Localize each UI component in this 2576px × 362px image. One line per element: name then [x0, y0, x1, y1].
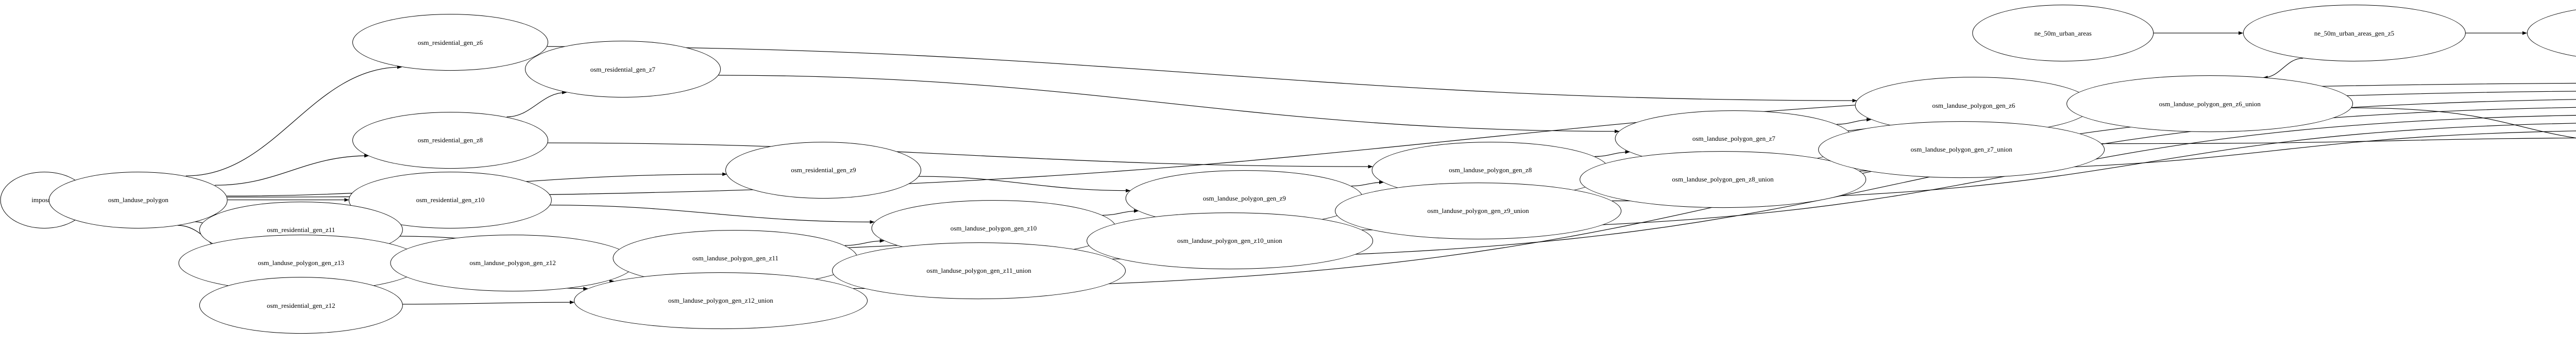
graph-edge-osm-landuse-polygon-gen-z8-to-osm-landuse-polygon-gen-z7 — [1595, 150, 1630, 157]
graph-edge-osm-residential-gen-z8-to-osm-landuse-polygon-gen-z8 — [548, 142, 1373, 169]
graph-node-label: osm_landuse_polygon_gen_z11_union — [926, 267, 1031, 275]
graph-node-osm-landuse-polygon[interactable]: osm_landuse_polygon — [49, 171, 228, 228]
graph-node-label: osm_landuse_polygon_gen_z12 — [469, 259, 556, 267]
graph-edge-osm-landuse-polygon-gen-z6-union-to-layer-landuse — [2351, 107, 2576, 139]
graph-node-label: osm_landuse_polygon_gen_z11 — [692, 254, 778, 262]
graph-node-label: osm_landuse_polygon_gen_z9 — [1202, 194, 1286, 203]
graph-node-label: osm_residential_gen_z6 — [417, 38, 483, 46]
graph-node-label: osm_landuse_polygon_gen_z12_union — [668, 297, 773, 305]
graph-node-osm-landuse-polygon-gen-z12[interactable]: osm_landuse_polygon_gen_z12 — [390, 234, 635, 291]
graph-node-osm-landuse-polygon-gen-z8-union[interactable]: osm_landuse_polygon_gen_z8_union — [1580, 151, 1866, 208]
graph-node-label: osm_landuse_polygon_gen_z6_union — [2159, 100, 2261, 108]
graph-node-osm-landuse-polygon-gen-z6-union[interactable]: osm_landuse_polygon_gen_z6_union — [2066, 75, 2353, 133]
graph-node-label: osm_landuse_polygon_gen_z6 — [1932, 101, 2015, 109]
graph-node-label: osm_residential_gen_z10 — [416, 196, 485, 204]
graph-node-osm-residential-gen-z12[interactable]: osm_residential_gen_z12 — [199, 277, 403, 334]
graph-node-osm-landuse-polygon-gen-z12-union[interactable]: osm_landuse_polygon_gen_z12_union — [573, 272, 868, 329]
graph-edge-osm-residential-gen-z8-to-osm-residential-gen-z7 — [506, 90, 567, 118]
graph-edge-osm-landuse-polygon-gen-z9-to-osm-landuse-polygon-gen-z8 — [1351, 180, 1384, 187]
graph-node-label: osm_landuse_polygon_gen_z9_union — [1427, 207, 1529, 215]
graph-node-label: osm_landuse_polygon_gen_z7_union — [1910, 145, 2012, 154]
graph-node-osm-landuse-polygon-gen-z10-union[interactable]: osm_landuse_polygon_gen_z10_union — [1087, 212, 1373, 269]
graph-node-label: osm_landuse_polygon_gen_z10_union — [1177, 237, 1282, 245]
graph-node-osm-landuse-polygon-gen-z9-union[interactable]: osm_landuse_polygon_gen_z9_union — [1335, 183, 1621, 239]
graph-node-osm-residential-gen-z7[interactable]: osm_residential_gen_z7 — [524, 41, 721, 98]
graph-node-osm-landuse-polygon-gen-z7-union[interactable]: osm_landuse_polygon_gen_z7_union — [1818, 121, 2105, 178]
graph-node-osm-residential-gen-z6[interactable]: osm_residential_gen_z6 — [352, 14, 548, 71]
graph-node-label: osm_landuse_polygon_gen_z13 — [258, 259, 345, 267]
graph-node-osm-residential-gen-z9[interactable]: osm_residential_gen_z9 — [725, 141, 922, 199]
graph-node-osm-residential-gen-z8[interactable]: osm_residential_gen_z8 — [352, 111, 548, 169]
graph-edge-ne-50m-urban-areas-gen-z5-to-osm-landuse-polygon-gen-z6-union — [2263, 58, 2303, 79]
graph-node-label: osm_residential_gen_z12 — [266, 301, 335, 309]
graph-node-label: osm_landuse_polygon_gen_z8_union — [1672, 175, 1774, 184]
graph-edge-osm-residential-gen-z7-to-osm-landuse-polygon-gen-z7 — [718, 75, 1620, 134]
graph-edge-osm-landuse-polygon-gen-z7-to-osm-landuse-polygon-gen-z6 — [1836, 118, 1872, 125]
graph-node-label: osm_landuse_polygon_gen_z7 — [1692, 135, 1775, 143]
graph-edge-osm-landuse-polygon-to-osm-residential-gen-z6 — [185, 65, 402, 176]
graph-node-label: osm_residential_gen_z11 — [267, 226, 335, 234]
graph-edge-osm-landuse-polygon-gen-z11-to-osm-landuse-polygon-gen-z10 — [844, 239, 885, 246]
graph-node-label: osm_landuse_polygon_gen_z10 — [950, 224, 1037, 233]
graph-node-label: ne_50m_urban_areas_gen_z5 — [2314, 29, 2395, 37]
graph-node-label: osm_residential_gen_z7 — [590, 65, 656, 73]
graph-edge-osm-landuse-polygon-gen-z7-union-to-layer-landuse — [2101, 137, 2576, 144]
graph-node-label: ne_50m_urban_areas — [2034, 29, 2092, 37]
graph-edge-osm-landuse-polygon-gen-z10-to-osm-landuse-polygon-gen-z9 — [1102, 209, 1139, 216]
graph-edge-osm-residential-gen-z9-to-osm-landuse-polygon-gen-z9 — [919, 176, 1131, 193]
graph-edge-osm-residential-gen-z10-to-osm-landuse-polygon-gen-z10 — [550, 205, 875, 224]
graph-node-label: osm_residential_gen_z8 — [417, 136, 483, 144]
graph-node-ne-50m-urban-areas[interactable]: ne_50m_urban_areas — [1972, 5, 2154, 62]
graph-edge-osm-residential-gen-z12-to-osm-landuse-polygon-gen-z12-union — [402, 300, 575, 305]
graph-node-label: osm_landuse_polygon — [108, 196, 168, 204]
graph-node-ne-50m-urban-areas-gen-z5[interactable]: ne_50m_urban_areas_gen_z5 — [2243, 5, 2466, 62]
graph-node-label: osm_residential_gen_z9 — [791, 166, 856, 174]
graph-edge-osm-landuse-polygon-to-osm-residential-gen-z8 — [214, 154, 369, 186]
graph-edge-osm-residential-gen-z6-to-osm-landuse-polygon-gen-z6 — [547, 46, 1857, 103]
graph-node-label: osm_landuse_polygon_gen_z8 — [1449, 166, 1532, 174]
graph-node-ne-50m-urban-areas-gen-z4[interactable]: ne_50m_urban_areas_gen_z4 — [2527, 5, 2576, 62]
graph-node-osm-landuse-polygon-gen-z11-union[interactable]: osm_landuse_polygon_gen_z11_union — [832, 242, 1126, 299]
